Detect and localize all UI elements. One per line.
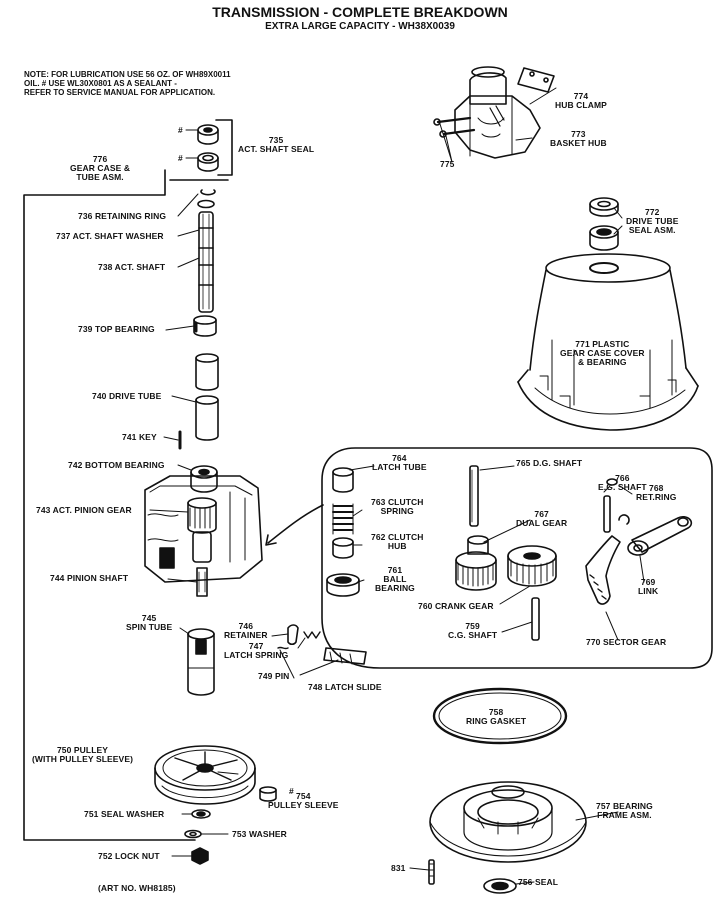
- label-735-act-shaft-seal: 735 ACT. SHAFT SEAL: [238, 136, 314, 154]
- label-746-retainer: 746 RETAINER: [224, 622, 268, 640]
- label-738-act-shaft: 738 ACT. SHAFT: [98, 262, 166, 272]
- label-749-pin: 749 PIN: [258, 671, 290, 681]
- label-745-text: 745 SPIN TUBE: [126, 613, 173, 632]
- label-750-text: 750 PULLEY (WITH PULLEY SLEEVE): [32, 745, 134, 764]
- label-776-gear-case: 776 GEAR CASE & TUBE ASM.: [70, 155, 130, 182]
- label-751-seal-washer: 751 SEAL WASHER: [84, 809, 165, 819]
- label-745-spin-tube: 745 SPIN TUBE: [126, 614, 172, 632]
- drive-tube-part: [178, 353, 219, 450]
- label-758-ring-gasket: 758 RING GASKET: [466, 708, 526, 726]
- label-758-text: 758 RING GASKET: [466, 707, 527, 726]
- label-773-basket-hub: 773 BASKET HUB: [550, 130, 607, 148]
- bearing-frame-part: [429, 781, 587, 863]
- label-776-text: 776 GEAR CASE & TUBE ASM.: [70, 154, 131, 182]
- note-line-1: NOTE: FOR LUBRICATION USE 56 OZ. OF WH89…: [24, 70, 231, 79]
- label-769-link: 769 LINK: [638, 578, 658, 596]
- label-759-text: 759 C.G. SHAFT: [448, 621, 498, 640]
- act-shaft-stack: [197, 189, 216, 313]
- label-hash-1: #: [178, 125, 183, 135]
- label-762-text: 762 CLUTCH HUB: [371, 532, 424, 551]
- note-line-2: OIL. # USE WL30X0801 AS A SEALANT -: [24, 79, 177, 88]
- label-737-act-shaft-washer: 737 ACT. SHAFT WASHER: [56, 231, 164, 241]
- gear-case-cover-part: [517, 253, 699, 431]
- gear-case-housing-part: [144, 465, 263, 597]
- label-769-text: 769 LINK: [638, 577, 659, 596]
- top-bearing-part: [193, 315, 217, 337]
- label-747-latch-spring: 747 LATCH SPRING: [224, 642, 288, 660]
- label-741-key: 741 KEY: [122, 432, 157, 442]
- label-754-hash: #: [289, 786, 294, 796]
- label-757-bearing-frame: 757 BEARING FRAME ASM.: [596, 802, 653, 820]
- label-770-sector-gear: 770 SECTOR GEAR: [586, 637, 667, 647]
- label-761-text: 761 BALL BEARING: [375, 565, 415, 593]
- label-764-latch-tube: 764 LATCH TUBE: [372, 454, 427, 472]
- latch-parts: [277, 624, 367, 665]
- label-766-text: 766 E.G. SHAFT: [598, 473, 647, 492]
- label-756-seal: 756 SEAL: [518, 877, 559, 887]
- pulley-part: [154, 745, 256, 805]
- ring-gasket-part: [432, 687, 568, 745]
- label-736-retaining-ring: 736 RETAINING RING: [78, 211, 167, 221]
- label-772-drive-tube-seal: 772 DRIVE TUBE SEAL ASM.: [626, 208, 678, 235]
- label-750-pulley: 750 PULLEY (WITH PULLEY SLEEVE): [32, 746, 133, 764]
- lubrication-note: NOTE: FOR LUBRICATION USE 56 OZ. OF WH89…: [24, 70, 231, 97]
- label-748-latch-slide: 748 LATCH SLIDE: [308, 682, 382, 692]
- gear-train-parts: [455, 465, 557, 641]
- label-766-eg-shaft: 766 E.G. SHAFT: [598, 474, 647, 492]
- gear-case-bracket-lines: [23, 119, 233, 841]
- label-754-text: 754 PULLEY SLEEVE: [268, 791, 339, 810]
- label-772-text: 772 DRIVE TUBE SEAL ASM.: [626, 207, 679, 235]
- link-sector-parts: [585, 478, 693, 605]
- label-740-drive-tube: 740 DRIVE TUBE: [92, 391, 162, 401]
- label-774-text: 774 HUB CLAMP: [555, 91, 607, 110]
- clutch-parts: [326, 467, 360, 597]
- label-761-ball-bearing: 761 BALL BEARING: [375, 566, 415, 593]
- label-763-text: 763 CLUTCH SPRING: [371, 497, 424, 516]
- label-768-text: 768 RET.RING: [636, 483, 677, 502]
- pulley-hardware-parts: [184, 786, 277, 865]
- label-763-clutch-spring: 763 CLUTCH SPRING: [371, 498, 423, 516]
- label-764-text: 764 LATCH TUBE: [372, 453, 427, 472]
- spin-tube-part: [187, 628, 215, 696]
- basket-hub-part: [433, 66, 555, 159]
- label-759-cg-shaft: 759 C.G. SHAFT: [448, 622, 497, 640]
- label-774-hub-clamp: 774 HUB CLAMP: [555, 92, 607, 110]
- label-742-bottom-bearing: 742 BOTTOM BEARING: [68, 460, 165, 470]
- leader-lines: [149, 87, 645, 885]
- label-775: 775: [440, 159, 455, 169]
- diagram-subtitle: EXTRA LARGE CAPACITY - WH38X0039: [265, 21, 455, 32]
- art-number: (ART NO. WH8185): [98, 883, 176, 893]
- label-754-pulley-sleeve: 754 PULLEY SLEEVE: [268, 792, 339, 810]
- label-773-text: 773 BASKET HUB: [550, 129, 607, 148]
- label-hash-2: #: [178, 153, 183, 163]
- label-744-pinion-shaft: 744 PINION SHAFT: [50, 573, 129, 583]
- screw-and-seal-parts: [428, 859, 517, 894]
- label-752-lock-nut: 752 LOCK NUT: [98, 851, 160, 861]
- label-767-text: 767 DUAL GEAR: [516, 509, 568, 528]
- label-762-clutch-hub: 762 CLUTCH HUB: [371, 533, 423, 551]
- label-765-dg-shaft: 765 D.G. SHAFT: [516, 458, 583, 468]
- label-739-top-bearing: 739 TOP BEARING: [78, 324, 155, 334]
- drive-tube-seal-part: [589, 197, 619, 251]
- label-771-gear-case-cover: 771 PLASTIC GEAR CASE COVER & BEARING: [560, 340, 645, 367]
- label-746-text: 746 RETAINER: [224, 621, 268, 640]
- label-767-dual-gear: 767 DUAL GEAR: [516, 510, 567, 528]
- label-768-ret-ring: 768 RET.RING: [636, 484, 676, 502]
- label-757-text: 757 BEARING FRAME ASM.: [596, 801, 653, 820]
- label-760-crank-gear: 760 CRANK GEAR: [418, 601, 494, 611]
- gear-detail-inset: [321, 447, 713, 669]
- label-743-act-pinion-gear: 743 ACT. PINION GEAR: [36, 505, 132, 515]
- label-747-text: 747 LATCH SPRING: [224, 641, 289, 660]
- label-735-text: 735 ACT. SHAFT SEAL: [238, 135, 315, 154]
- detail-arrow: [265, 504, 324, 546]
- label-753-washer: 753 WASHER: [232, 829, 287, 839]
- act-shaft-seal-parts: [197, 124, 219, 172]
- note-line-3: REFER TO SERVICE MANUAL FOR APPLICATION.: [24, 88, 216, 97]
- label-771-text: 771 PLASTIC GEAR CASE COVER & BEARING: [560, 339, 645, 367]
- label-831: 831: [391, 863, 406, 873]
- diagram-title: TRANSMISSION - COMPLETE BREAKDOWN: [212, 4, 508, 20]
